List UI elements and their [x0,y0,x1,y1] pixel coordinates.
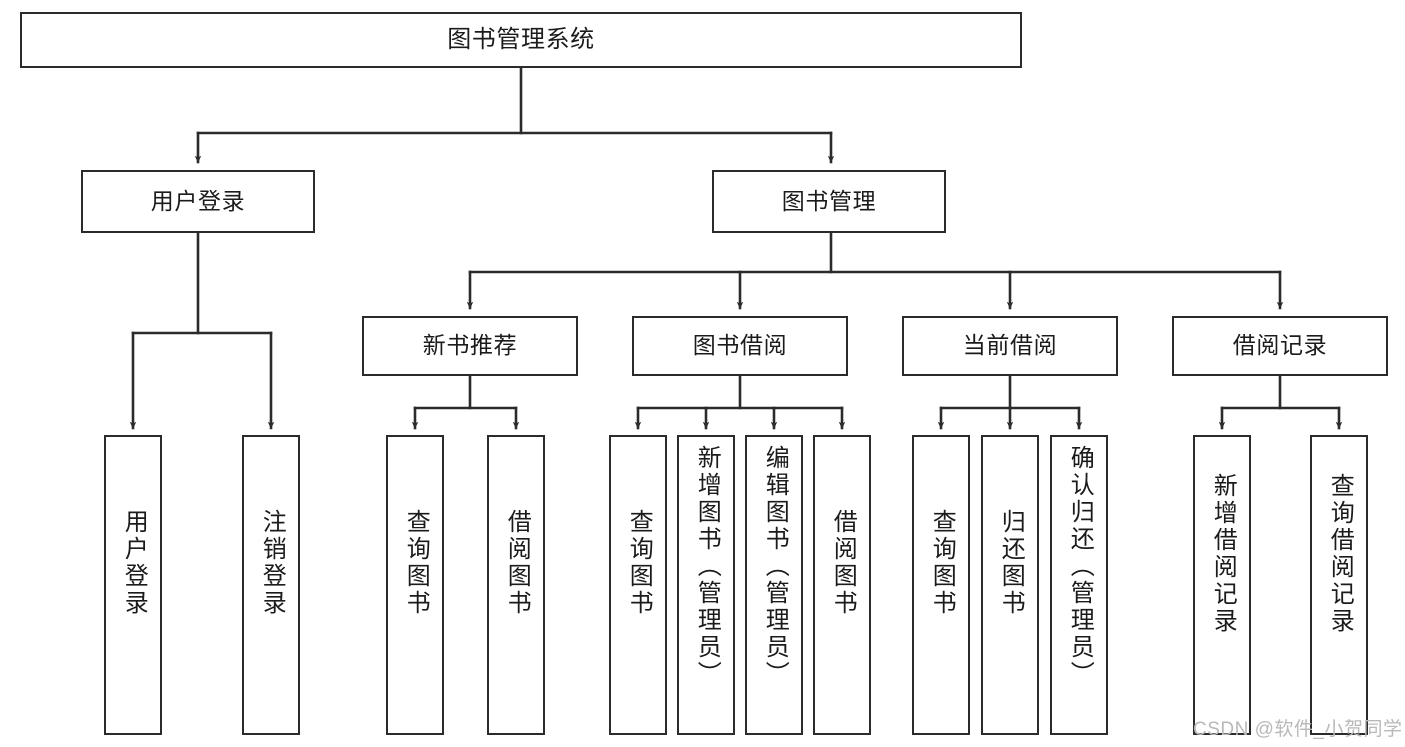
node-new-book-rec-label: 新书推荐 [422,332,518,359]
node-root[interactable]: 图书管理系统 [20,12,1022,68]
csdn-watermark: CSDN @软件_小贺同学 [1193,719,1403,740]
leaf-user-login-label: 用户登录 [120,509,148,617]
leaf-query-book-1[interactable]: 查询图书 [386,435,444,735]
leaf-add-record-label: 新增借阅记录 [1209,473,1237,635]
node-book-manage-label: 图书管理 [781,187,877,214]
node-new-book-rec[interactable]: 新书推荐 [362,316,578,376]
leaf-edit-book-label: 编辑图书（管理员） [761,445,789,688]
leaf-borrow-book-2[interactable]: 借阅图书 [813,435,871,735]
leaf-add-book-label: 新增图书（管理员） [693,445,721,688]
leaf-edit-book[interactable]: 编辑图书（管理员） [745,435,803,735]
leaf-user-logout[interactable]: 注销登录 [242,435,300,735]
node-book-borrow[interactable]: 图书借阅 [632,316,848,376]
leaf-add-record[interactable]: 新增借阅记录 [1193,435,1251,735]
node-user-login-label: 用户登录 [150,187,246,214]
leaf-query-book-1-label: 查询图书 [402,509,430,617]
leaf-query-record[interactable]: 查询借阅记录 [1310,435,1368,735]
leaf-borrow-book-1[interactable]: 借阅图书 [487,435,545,735]
leaf-query-book-2[interactable]: 查询图书 [609,435,667,735]
node-borrow-record-label: 借阅记录 [1232,332,1328,359]
leaf-add-book[interactable]: 新增图书（管理员） [677,435,735,735]
node-current-borrow-label: 当前借阅 [962,332,1058,359]
leaf-user-logout-label: 注销登录 [258,509,286,617]
leaf-borrow-book-2-label: 借阅图书 [829,509,857,617]
node-borrow-record[interactable]: 借阅记录 [1172,316,1388,376]
leaf-confirm-return-label: 确认归还（管理员） [1066,445,1094,688]
leaf-user-login[interactable]: 用户登录 [104,435,162,735]
node-book-borrow-label: 图书借阅 [692,332,788,359]
leaf-return-book-label: 归还图书 [997,509,1025,617]
leaf-confirm-return[interactable]: 确认归还（管理员） [1050,435,1108,735]
leaf-return-book[interactable]: 归还图书 [981,435,1039,735]
node-user-login[interactable]: 用户登录 [81,170,315,233]
node-book-manage[interactable]: 图书管理 [712,170,946,233]
leaf-query-book-3[interactable]: 查询图书 [912,435,970,735]
node-root-label: 图书管理系统 [447,25,595,53]
leaf-query-record-label: 查询借阅记录 [1326,473,1354,635]
leaf-query-book-2-label: 查询图书 [625,509,653,617]
leaf-borrow-book-1-label: 借阅图书 [503,509,531,617]
node-current-borrow[interactable]: 当前借阅 [902,316,1118,376]
leaf-query-book-3-label: 查询图书 [928,509,956,617]
